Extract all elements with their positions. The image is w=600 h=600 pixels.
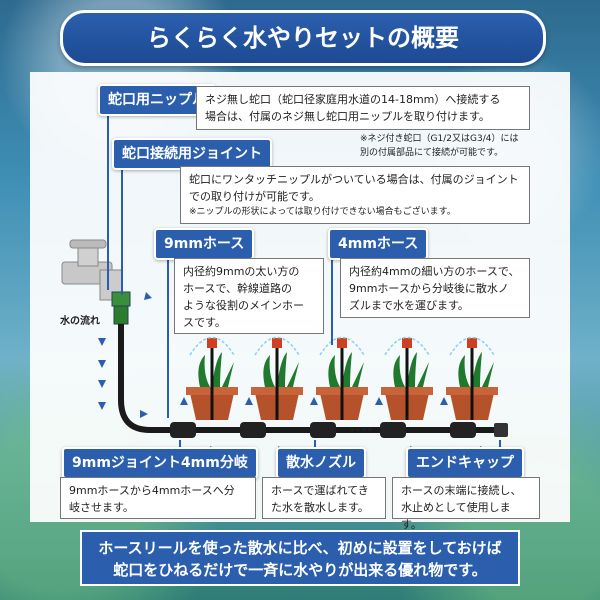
end-cap-desc-line1: ホースの末端に接続し、 [401, 484, 522, 497]
hose-4mm-desc-line3: ズルまで水を運びます。 [349, 299, 469, 312]
plant-pot-1 [186, 336, 238, 420]
end-cap-label: エンドキャップ [406, 447, 524, 479]
summary-banner-line2: 蛇口をひねるだけで一斉に水やりが出来る優れ物です。 [113, 561, 487, 579]
page-title: らくらく水やりセットの概要 [60, 10, 546, 66]
faucet-joint-desc-line1: 蛇口にワンタッチニップルがついている場合は、付属のジョイント [189, 173, 519, 186]
faucet-joint-note: ※ニップルの形状によっては取り付けできない場合もございます。 [189, 207, 456, 217]
hose-9mm-desc-line3: ような役割のメインホー [183, 299, 304, 312]
summary-banner: ホースリールを使った散水に比べ、初めに設置をしておけば 蛇口をひねるだけで一斉に… [80, 530, 520, 586]
hose-9mm-description: 内径約9mmの太い方の ホースで、幹線道路の ような役割のメインホー スです。 [174, 258, 324, 334]
faucet-nipple-note-line2: 別の付属部品にて接続が可能です。 [360, 148, 504, 158]
end-cap-desc-line2: 水止めとして使用します。 [401, 501, 511, 531]
faucet-joint-description: 蛇口にワンタッチニップルがついている場合は、付属のジョイント での取り付けが可能… [180, 166, 530, 224]
hose-4mm-desc-line2: 9mmホースから分岐後に散水ノ [349, 282, 509, 295]
hose-9mm-desc-line1: 内径約9mmの太い方の [183, 265, 300, 278]
hose-4mm-description: 内径約4mmの細い方のホースで、 9mmホースから分岐後に散水ノ ズルまで水を運… [340, 258, 530, 318]
faucet-joint-label: 蛇口接続用ジョイント [112, 138, 272, 170]
plant-pot-4 [381, 336, 433, 420]
hose-4mm-desc-line1: 内径約4mmの細い方のホースで、 [349, 265, 520, 278]
hose-9mm-label: 9mmホース [154, 228, 255, 260]
nozzle-description: ホースで運ばれてき た水を散水します。 [262, 477, 386, 519]
nozzle-label: 散水ノズル [276, 447, 366, 479]
nozzle-desc-line2: た水を散水します。 [271, 501, 369, 514]
junction-desc-line2: 岐させます。 [69, 501, 134, 514]
faucet-icon [61, 239, 131, 325]
hose-9mm-desc-line4: スです。 [183, 316, 226, 329]
junction-description: 9mmホースから4mmホースへ分 岐させます。 [60, 477, 256, 519]
hose-connectors [170, 422, 508, 438]
nozzle-desc-line1: ホースで運ばれてき [271, 484, 369, 497]
hose-9mm-desc-line2: ホースで、幹線道路の [183, 282, 293, 295]
junction-desc-line1: 9mmホースから4mmホースへ分 [69, 484, 235, 497]
end-cap-description: ホースの末端に接続し、 水止めとして使用します。 [392, 477, 540, 531]
water-flow-label: 水の流れ [60, 316, 100, 327]
junction-label: 9mmジョイント4mm分岐 [62, 447, 258, 479]
plant-pot-2 [251, 336, 303, 420]
summary-banner-line1: ホースリールを使った散水に比べ、初めに設置をしておけば [98, 539, 502, 557]
faucet-nipple-desc-line1: ネジ無し蛇口（蛇口径家庭用水道の14-18mm）へ接続する [205, 93, 501, 106]
plant-pot-3 [316, 336, 368, 420]
main-hose [118, 324, 500, 433]
faucet-nipple-note: ※ネジ付き蛇口（G1/2又はG3/4）には 別の付属部品にて接続が可能です。 [360, 132, 540, 160]
faucet-nipple-note-line1: ※ネジ付き蛇口（G1/2又はG3/4）には [360, 134, 519, 144]
hose-dots [350, 428, 372, 432]
plant-pot-5 [446, 336, 498, 420]
hose-4mm-label: 4mmホース [328, 228, 429, 260]
faucet-nipple-description: ネジ無し蛇口（蛇口径家庭用水道の14-18mm）へ接続する 場合は、付属のネジ無… [196, 86, 530, 130]
faucet-joint-desc-line2: での取り付けが可能です。 [189, 190, 320, 203]
faucet-nipple-desc-line2: 場合は、付属のネジ無し蛇口用ニップルを取り付けます。 [205, 110, 490, 123]
